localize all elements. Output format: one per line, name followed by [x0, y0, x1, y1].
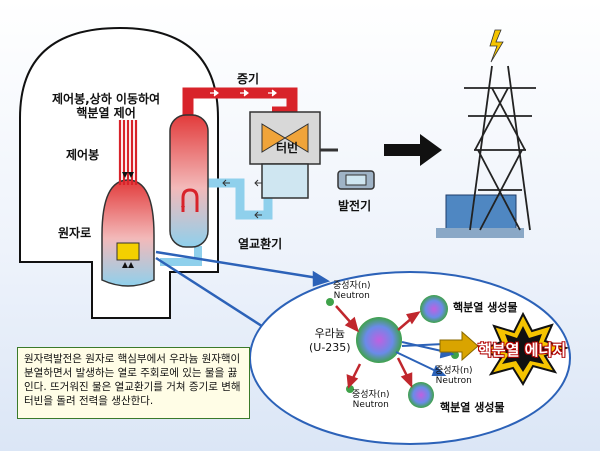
uranium-label: 우라늄 (U-235) [309, 327, 351, 354]
heat-exchanger-label: 열교환기 [238, 237, 283, 251]
fission-product-bottom [408, 382, 434, 408]
lightning-icon [489, 29, 504, 63]
fission-product-top-label: 핵분열 생성물 [453, 301, 518, 314]
turbine-blades-icon [261, 123, 309, 153]
turbine-label: 터빈 [276, 141, 299, 155]
steam-generator [169, 114, 209, 248]
steam-label: 증기 [237, 72, 260, 86]
u-tube-icon [181, 188, 199, 212]
description-box: 원자력발전은 원자로 핵심부에서 우라늄 원자핵이 분열하면서 발생하는 열로 … [17, 347, 250, 419]
fission-product-bottom-label: 핵분열 생성물 [440, 401, 505, 414]
neutron-ball-1 [326, 298, 334, 306]
fission-arrows [335, 305, 421, 389]
output-arrow [384, 134, 442, 166]
steam-flow-arrows [210, 89, 277, 97]
neutron-label-mid: 중성자(n) Neutron [435, 366, 473, 386]
reactor-core [116, 242, 140, 261]
neutron-ball-3 [451, 351, 459, 359]
neutron-label-top: 중성자(n) Neutron [333, 281, 371, 301]
condenser [261, 163, 309, 199]
generator-label: 발전기 [338, 199, 372, 213]
control-rod-action-label: 제어봉,상하 이동하여 핵분열 제어 [52, 92, 161, 120]
energy-arrow [439, 330, 479, 362]
control-rod-label: 제어봉 [66, 148, 100, 162]
fission-product-top [420, 295, 448, 323]
uranium-nucleus [356, 317, 402, 363]
return-pipe [160, 246, 202, 266]
reactor-vessel [101, 179, 155, 287]
neutron-label-bottom: 중성자(n) Neutron [352, 390, 390, 410]
cooling-flow-arrows [222, 179, 262, 219]
control-rod-arrows [122, 172, 134, 268]
reactor-label: 원자로 [58, 226, 92, 240]
transmission-tower [436, 29, 536, 238]
fission-energy-label: 핵분열 에너지 [478, 341, 567, 359]
